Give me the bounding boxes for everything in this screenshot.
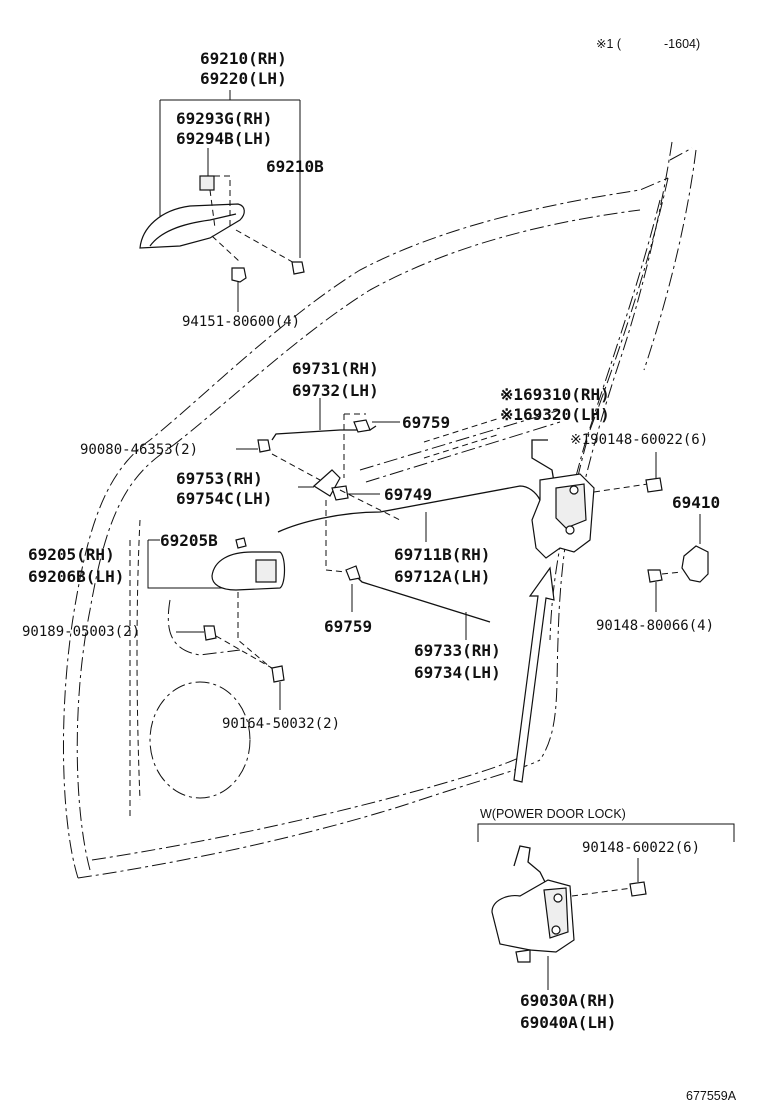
range-note: -1604) [664, 37, 700, 51]
door-lock-assembly [423, 417, 663, 559]
label-screw-handle: 90164-50032(2) [222, 716, 340, 732]
label-clip-lower: 69759 [324, 617, 372, 636]
label-bellcrank-lh: 69754C(LH) [176, 489, 272, 508]
label-striker: 69410 [672, 493, 720, 512]
striker-group [647, 514, 709, 612]
label-plug-lower: 90189-05003(2) [22, 624, 140, 640]
label-handle-sub: 69210B [266, 157, 324, 176]
clip-lower-part [345, 565, 361, 581]
label-power-lock-lh: 69040A(LH) [520, 1013, 616, 1032]
long-rod [277, 485, 541, 533]
label-screw-striker: 90148-80066(4) [596, 618, 714, 634]
label-cover-rh: 69293G(RH) [176, 109, 272, 128]
inside-handle-grip [255, 559, 277, 583]
handle-sub-part [291, 261, 305, 275]
label-screw-lock: ※190148-60022(6) [570, 432, 708, 448]
label-bellcrank-rh: 69753(RH) [176, 469, 263, 488]
handle-pocket-outline [167, 599, 241, 656]
label-outside-handle-rh: 69210(RH) [200, 49, 287, 68]
label-rod-c-lh: 69734(LH) [414, 663, 501, 682]
outside-handle-group [139, 90, 305, 312]
handle-screw-part [271, 665, 285, 683]
label-inside-bezel: 69205B [160, 531, 218, 550]
label-rod-b-rh: 69711B(RH) [394, 545, 490, 564]
label-inside-handle-rh: 69205(RH) [28, 545, 115, 564]
power-lock-group [477, 823, 735, 990]
label-lock-assy-rh: ※169310(RH) [500, 385, 610, 404]
figure-id: 677559A [686, 1089, 737, 1103]
range-note-prefix: ※1 ( [596, 37, 622, 51]
label-rod-a-rh: 69731(RH) [292, 359, 379, 378]
striker-screw-part [647, 569, 663, 583]
label-screw-plug: 90080-46353(2) [80, 442, 198, 458]
label-rod-b-lh: 69712A(LH) [394, 567, 490, 586]
bezel-screw-part [235, 537, 247, 549]
handle-cover-part [199, 175, 215, 191]
inside-handle-group [147, 537, 286, 710]
lock-screw-part [645, 477, 663, 493]
label-power-lock-rh: 69030A(RH) [520, 991, 616, 1010]
label-outside-handle-lh: 69220(LH) [200, 69, 287, 88]
nut-part [231, 267, 247, 283]
speaker-hole-outline [149, 681, 251, 799]
label-nut-outer: 94151-80600(4) [182, 314, 300, 330]
label-cover-lh: 69294B(LH) [176, 129, 272, 148]
clip-mid-part [331, 485, 349, 501]
assembly-direction-arrow [513, 566, 555, 783]
label-rod-c-rh: 69733(RH) [414, 641, 501, 660]
label-lock-assy-lh: ※169320(LH) [500, 405, 610, 424]
label-power-lock-title: W(POWER DOOR LOCK) [480, 807, 626, 821]
bellcrank-group [298, 469, 401, 573]
power-lock-screw-part [629, 881, 647, 897]
label-clip-upper: 69759 [402, 413, 450, 432]
plug-part [257, 439, 271, 453]
label-rod-a-lh: 69732(LH) [292, 381, 379, 400]
label-clip-mid: 69749 [384, 485, 432, 504]
label-inside-handle-lh: 69206B(LH) [28, 567, 124, 586]
label-screw-power: 90148-60022(6) [582, 840, 700, 856]
clip-upper-part [353, 419, 371, 433]
plug-lower-part [203, 625, 217, 641]
upper-rod-group [236, 398, 400, 481]
